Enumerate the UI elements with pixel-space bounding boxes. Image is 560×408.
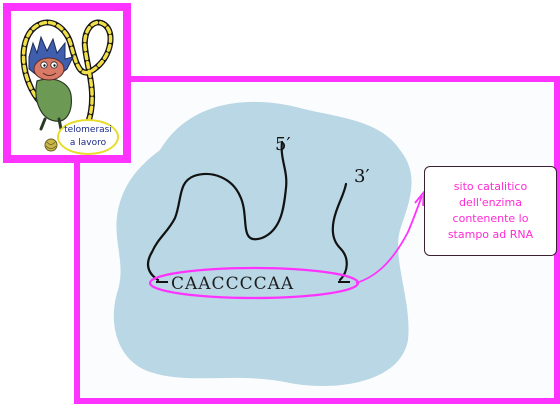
callout-line-4: stampo ad RNA (448, 227, 533, 243)
template-sequence: CAACCCCAA (171, 274, 294, 294)
mascot-caption-line-1: telomerasi (64, 124, 112, 137)
mascot-caption: telomerasi a lavoro (57, 119, 119, 155)
mascot-face (34, 58, 64, 80)
five-prime-label: 5′ (275, 134, 291, 155)
catalytic-site-callout: sito catalitico dell'enzima contenente l… (424, 166, 557, 256)
mascot-panel: telomerasi a lavoro (3, 3, 131, 163)
callout-line-3: contenente lo (453, 211, 529, 227)
three-prime-label: 3′ (354, 166, 370, 187)
mascot-body (36, 79, 71, 121)
yarn-ball (45, 139, 57, 151)
telomerase-enzyme-blob (114, 102, 412, 386)
callout-line-1: sito catalitico (454, 179, 527, 195)
callout-line-2: dell'enzima (459, 195, 522, 211)
mascot-caption-line-2: a lavoro (70, 137, 106, 150)
